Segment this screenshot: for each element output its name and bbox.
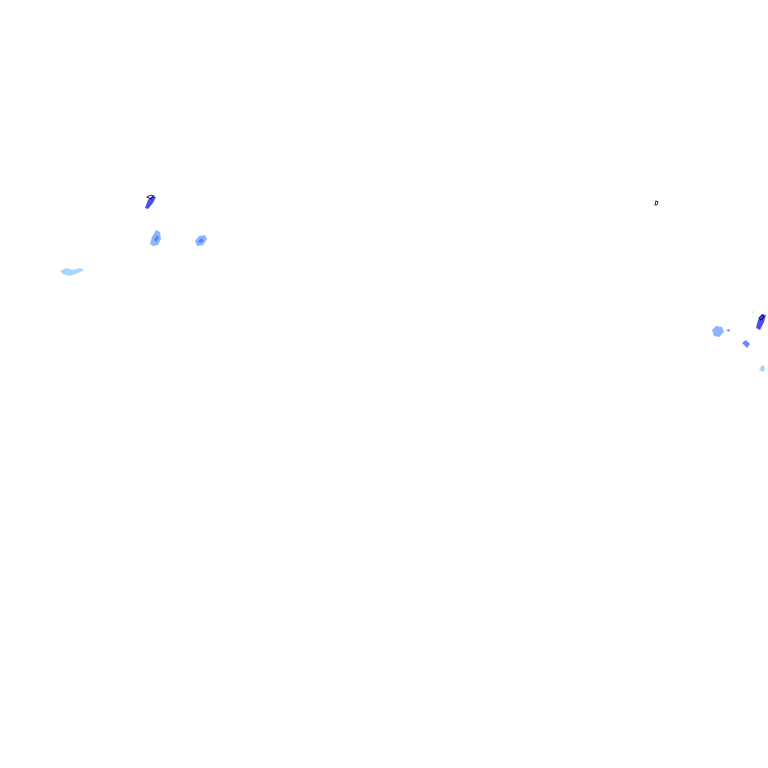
cell-east-d [759,365,765,372]
cell-west-b [195,235,207,246]
cell-west-a [150,230,161,246]
cell-east-a [712,326,730,337]
cell-east-b [752,311,766,330]
cell-northeast-speck [654,200,659,206]
cell-far-west [60,268,84,276]
cell-northwest-heavy [145,194,156,209]
cell-east-c [742,340,750,348]
